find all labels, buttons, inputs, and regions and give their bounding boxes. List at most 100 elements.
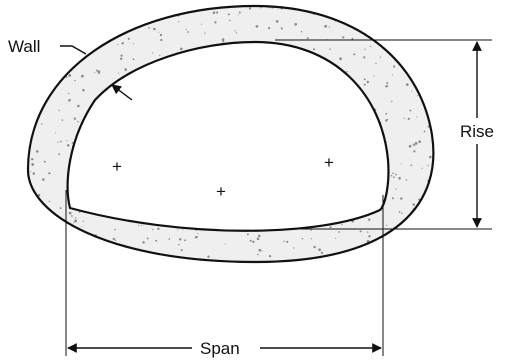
speckle — [425, 195, 429, 198]
speckle — [385, 119, 388, 122]
speckle — [249, 239, 252, 242]
speckle — [418, 198, 421, 201]
speckle — [26, 201, 28, 203]
speckle — [221, 38, 225, 41]
speckle — [132, 43, 135, 45]
speckle — [43, 160, 46, 163]
speckle — [153, 254, 155, 256]
speckle — [386, 85, 389, 87]
speckle — [427, 52, 430, 56]
speckle — [24, 7, 25, 8]
speckle — [43, 261, 46, 262]
speckle — [61, 51, 63, 53]
speckle — [159, 33, 163, 37]
speckle — [61, 119, 64, 121]
speckle — [69, 12, 71, 15]
speckle — [338, 16, 341, 19]
speckle — [207, 255, 210, 258]
speckle — [54, 234, 57, 236]
speckle — [434, 113, 436, 115]
speckle — [114, 228, 116, 231]
speckle — [341, 224, 343, 226]
speckle — [58, 109, 60, 112]
speckle — [96, 69, 99, 72]
speckle — [160, 38, 163, 42]
speckle — [81, 74, 84, 78]
speckle — [97, 25, 100, 28]
speckle — [56, 75, 58, 78]
speckle — [157, 14, 160, 17]
speckle — [131, 7, 134, 10]
speckle — [57, 141, 59, 143]
speckle — [375, 31, 379, 34]
speckle — [24, 29, 27, 32]
speckle — [438, 203, 440, 205]
speckle — [322, 259, 325, 262]
speckle — [395, 188, 397, 190]
speckle — [48, 219, 50, 221]
speckle — [82, 220, 85, 222]
speckle — [55, 132, 57, 134]
speckle — [34, 87, 36, 89]
speckle — [423, 29, 425, 32]
speckle — [418, 140, 422, 143]
speckle — [185, 28, 187, 31]
speckle — [178, 21, 180, 23]
speckle — [332, 12, 334, 15]
speckle — [162, 6, 164, 7]
speckle — [346, 70, 348, 73]
speckle — [403, 117, 405, 119]
speckle — [171, 261, 173, 262]
speckle — [332, 9, 336, 12]
speckle — [229, 19, 231, 22]
speckle — [417, 94, 419, 97]
speckle — [404, 255, 407, 258]
speckle — [138, 224, 140, 226]
speckle — [26, 78, 28, 80]
speckle — [178, 238, 182, 241]
speckle — [101, 14, 103, 17]
speckle — [353, 53, 356, 56]
speckle — [310, 238, 313, 240]
speckle — [391, 74, 393, 76]
speckle — [345, 7, 347, 10]
speckle — [413, 150, 416, 153]
speckle — [438, 47, 440, 49]
speckle — [112, 237, 116, 241]
speckle — [46, 9, 50, 13]
speckle — [67, 3, 70, 6]
speckle — [275, 20, 279, 23]
speckle — [383, 246, 385, 248]
speckle — [314, 7, 316, 10]
speckle — [414, 44, 416, 46]
speckle — [379, 56, 381, 58]
speckle — [238, 11, 241, 14]
speckle — [153, 27, 156, 31]
speckle — [335, 237, 337, 239]
speckle — [41, 123, 43, 125]
speckle — [157, 227, 160, 231]
speckle — [413, 214, 415, 216]
speckle — [235, 32, 238, 34]
speckle — [145, 257, 148, 260]
speckle — [146, 237, 149, 240]
speckle — [33, 258, 37, 261]
speckle — [194, 236, 197, 239]
speckle — [367, 231, 369, 233]
speckle — [25, 70, 27, 72]
speckle — [398, 211, 401, 213]
speckle — [68, 98, 71, 102]
speckle — [107, 35, 109, 37]
speckle — [42, 96, 45, 99]
speckle — [155, 239, 158, 242]
speckle — [429, 11, 431, 14]
speckle — [353, 264, 355, 266]
speckle — [260, 7, 262, 9]
speckle — [234, 30, 236, 32]
speckle — [26, 202, 28, 204]
speckle — [61, 23, 65, 27]
speckle — [52, 38, 55, 41]
speckle — [117, 43, 119, 45]
speckle — [148, 27, 150, 29]
speckle — [329, 226, 332, 229]
